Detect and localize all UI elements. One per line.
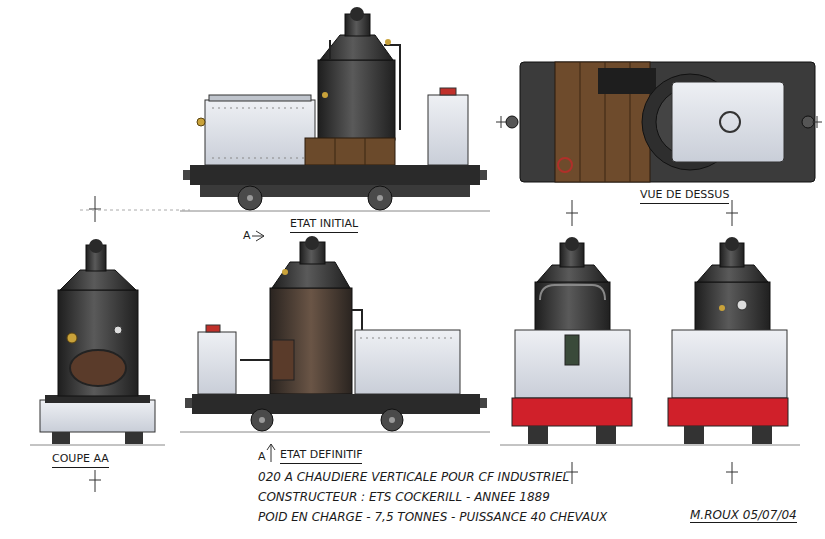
view-title: COUPE AA [52,452,109,468]
caption-line: POID EN CHARGE - 7,5 TONNES - PUISSANCE … [258,510,607,524]
view-title: ETAT DEFINITIF [280,448,362,464]
section-mark: A [243,229,251,243]
caption-line: CONSTRUCTEUR : ETS COCKERILL - ANNEE 188… [258,490,550,504]
caption-line: 020 A CHAUDIERE VERTICALE POUR CF INDUST… [258,470,569,484]
view-title: ETAT INITIAL [290,217,358,233]
section-mark: A [258,450,266,464]
signature: M.ROUX 05/07/04 [690,508,797,523]
view-title: VUE DE DESSUS [640,188,729,204]
